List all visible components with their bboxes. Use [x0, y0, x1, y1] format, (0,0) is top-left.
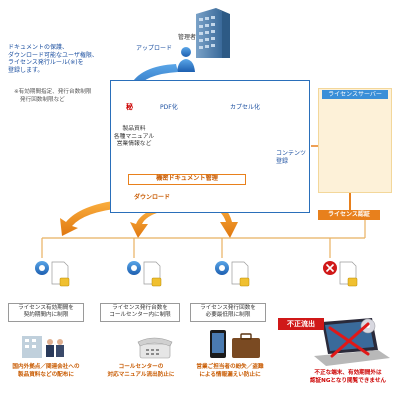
usecase-line: 不正な端末、有効期間外は — [314, 370, 382, 376]
endpoint-2-graphic — [127, 261, 162, 287]
note-line: 契約期間内に制限 — [23, 312, 69, 319]
note-line: ライセンス発行台数を — [112, 305, 168, 311]
endpoint-1-graphic — [35, 261, 70, 287]
intro-text: ドキュメントの保護、 ダウンロード可能なユーザ権限、 ライセンス発行ルール(※)… — [8, 44, 98, 74]
pdf-convert-label: PDF化 — [160, 104, 178, 111]
footnote-line: ※有効期間指定、発行台数制限 — [14, 89, 92, 95]
footnote: ※有効期間指定、発行台数制限 発行回数制限など — [14, 89, 91, 104]
endpoint-1-usecase: 国内外拠点／関連会社への 製品資料などの配布に — [2, 364, 90, 379]
building-icon — [196, 8, 230, 58]
document-description: 製品資料 各種マニュアル 営業情報など — [113, 126, 155, 149]
upload-label: アップロード — [136, 45, 173, 52]
content-register-label: コンテンツ 登録 — [276, 150, 306, 165]
encapsulate-label: カプセル化 — [230, 104, 261, 111]
blocked-laptop-icon — [314, 318, 390, 366]
endpoint-3-usecase: 営業ご担当者の紛失／盗難 による情報漏えい防止に — [188, 364, 272, 379]
license-auth-label: ライセンス認証 — [318, 210, 380, 220]
usecase-line: 営業ご担当者の紛失／盗難 — [196, 364, 264, 370]
endpoint-3-note: ライセンス発行回数を 必要最低限に制限 — [190, 303, 266, 322]
note-line: 必要最低限に制限 — [205, 312, 251, 319]
endpoint-3-graphic — [215, 261, 250, 287]
doc-desc-line: 営業情報など — [116, 141, 152, 147]
note-line: ライセンス有効期間を — [18, 305, 74, 311]
doc-desc-line: 製品資料 — [122, 126, 146, 132]
endpoint-4-graphic — [323, 261, 358, 287]
admin-person-icon — [177, 47, 195, 72]
usecase-line: コールセンターの — [118, 364, 164, 370]
endpoint-2-note: ライセンス発行台数を コールセンター内に制限 — [100, 303, 180, 322]
content-register-line: 登録 — [276, 157, 289, 165]
usecase-line: 認証NGとなり閲覧できません — [309, 377, 387, 384]
secret-stamp: 秘 — [126, 103, 133, 111]
intro-line: ダウンロード可能なユーザ権限、 — [8, 51, 98, 59]
download-arrows — [60, 200, 238, 238]
usecase-line: 対応マニュアル流出防止に — [107, 371, 175, 378]
content-register-line: コンテンツ — [276, 150, 307, 157]
endpoint-4-usecase: 不正な端末、有効期間外は 認証NGとなり閲覧できません — [300, 370, 396, 385]
document-management-label: 機密ドキュメント管理 — [128, 174, 246, 185]
admin-label: 管理者 — [178, 34, 197, 41]
smartphone-briefcase-icon — [210, 330, 260, 358]
leak-badge: 不正流出 — [278, 318, 324, 330]
endpoint-1-note: ライセンス有効期間を 契約期間内に制限 — [8, 303, 84, 322]
document-process-panel — [110, 80, 310, 213]
download-label: ダウンロード — [134, 194, 171, 201]
intro-line: ライセンス発行ルール(※)を — [8, 59, 84, 66]
phone-icon — [137, 337, 173, 359]
note-line: ライセンス発行回数を — [200, 305, 256, 311]
intro-line: 登録します。 — [8, 66, 44, 74]
note-line: コールセンター内に制限 — [109, 312, 171, 319]
doc-desc-line: 各種マニュアル — [113, 133, 155, 140]
usecase-line: による情報漏えい防止に — [199, 371, 261, 378]
usecase-line: 製品資料などの配布に — [18, 371, 74, 378]
office-building-icon — [22, 336, 64, 358]
footnote-line: 発行回数制限など — [20, 96, 65, 103]
intro-line: ドキュメントの保護、 — [8, 44, 69, 51]
license-server-title: ライセンスサーバー — [322, 90, 388, 99]
usecase-line: 国内外拠点／関連会社への — [12, 364, 80, 370]
endpoint-2-usecase: コールセンターの 対応マニュアル流出防止に — [100, 364, 182, 379]
license-server-panel — [318, 88, 392, 193]
